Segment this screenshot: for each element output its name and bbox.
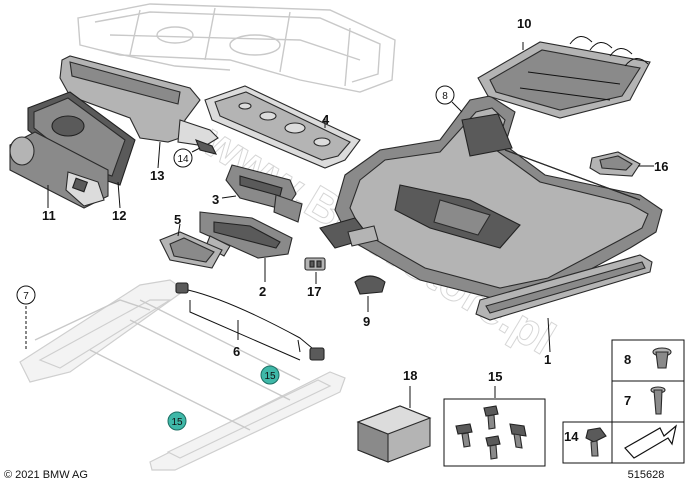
screw-icon (650, 386, 666, 415)
part-18-package: 18 (356, 368, 432, 463)
callout-16: 16 (654, 159, 668, 174)
ghost-seat-rails (19, 279, 346, 471)
callout-1: 1 (544, 352, 551, 367)
callout-15-a: 15 (264, 371, 276, 382)
part-1-seat-frame (319, 95, 663, 353)
callout-5: 5 (174, 212, 181, 227)
callout-8-circle: 8 (435, 85, 455, 105)
callout-15-badge-b: 15 (167, 411, 187, 431)
part-13-side-trim (59, 55, 219, 169)
callout-3: 3 (212, 192, 219, 207)
callout-12: 12 (112, 208, 126, 223)
callout-8: 8 (442, 91, 448, 102)
legend-fasteners: 8 7 14 (562, 339, 685, 464)
part-11-drive-motor (9, 131, 109, 209)
callout-15: 15 (488, 369, 502, 384)
part-14-screw-mid (191, 139, 218, 155)
part-5-trim-cover (159, 223, 223, 269)
callout-2: 2 (259, 284, 266, 299)
part-6-cable-harness (175, 282, 325, 361)
callout-17: 17 (307, 284, 321, 299)
callout-11: 11 (42, 208, 56, 223)
legend-callout-14: 14 (564, 429, 579, 444)
part-3-bracket (221, 164, 303, 223)
bolt-icon (652, 347, 672, 369)
callout-7: 7 (23, 291, 29, 302)
callout-7-circle: 7 (16, 285, 36, 305)
callout-15-b: 15 (171, 417, 183, 428)
callout-14: 14 (177, 154, 189, 165)
fastener-icon (455, 423, 473, 448)
ghost-backrest-frame (77, 3, 396, 93)
nut-icon (585, 427, 607, 457)
callout-6: 6 (233, 344, 240, 359)
fastener-icon (509, 423, 527, 449)
part-15-fastener-set: 15 (443, 369, 546, 467)
callout-10: 10 (517, 16, 531, 31)
legend-callout-7: 7 (624, 393, 631, 408)
part-9-control-knob (354, 275, 386, 312)
part-12-motor-housing (27, 91, 136, 209)
callout-15-badge-a: 15 (260, 365, 280, 385)
copyright-text: © 2021 BMW AG (4, 469, 88, 481)
callout-18: 18 (403, 368, 417, 383)
part-17-connector (304, 257, 326, 284)
part-4-seat-pan-plate (204, 85, 361, 169)
direction-arrow-icon (624, 424, 677, 459)
part-2-gear-bracket (199, 211, 293, 282)
diagram-number: 515628 (628, 469, 665, 481)
legend-callout-8: 8 (624, 352, 631, 367)
callout-4: 4 (322, 112, 330, 127)
part-16-clip (589, 151, 654, 177)
fastener-icon (485, 435, 501, 460)
part-10-spring-mat (477, 36, 651, 119)
fastener-icon (483, 405, 499, 430)
callout-13: 13 (150, 168, 164, 183)
callout-9: 9 (363, 314, 370, 329)
callout-14-circle: 14 (173, 148, 193, 168)
